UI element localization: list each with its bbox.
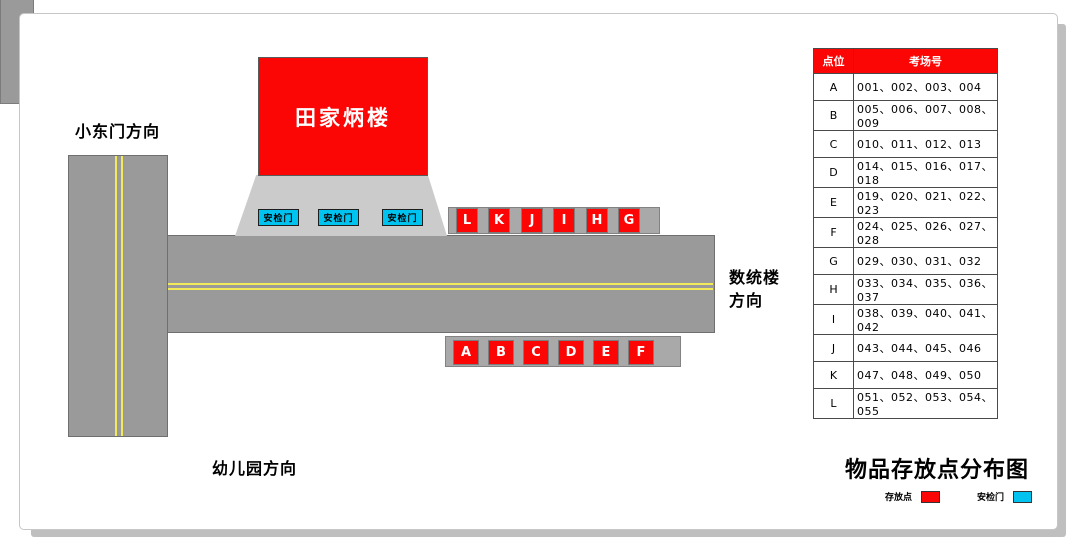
direction-label-math-building-line1: 数统楼 <box>729 268 781 287</box>
security-gate: 安检门 <box>382 209 423 226</box>
point-cell: J <box>813 334 854 362</box>
legend-storage-swatch <box>921 490 941 503</box>
rooms-cell: 005、006、007、008、009 <box>853 100 998 131</box>
point-cell: H <box>813 274 854 305</box>
header-rooms: 考场号 <box>853 48 998 74</box>
horizontal-road-lane-line <box>168 283 713 290</box>
building-plaza <box>235 175 447 236</box>
rooms-cell: 014、015、016、017、018 <box>853 157 998 188</box>
storage-point-I: I <box>553 208 575 233</box>
rooms-cell: 029、030、031、032 <box>853 247 998 275</box>
storage-point-E: E <box>593 340 619 365</box>
point-cell: F <box>813 217 854 248</box>
storage-point-B: B <box>488 340 514 365</box>
tianjiabing-building: 田家炳楼 <box>258 57 428 176</box>
security-gate: 安检门 <box>258 209 299 226</box>
storage-point-D: D <box>558 340 584 365</box>
legend-gate-swatch <box>1013 490 1033 503</box>
storage-point-J: J <box>521 208 543 233</box>
point-cell: G <box>813 247 854 275</box>
storage-point-H: H <box>586 208 608 233</box>
storage-point-K: K <box>488 208 510 233</box>
table-header: 点位 考场号 <box>813 48 998 74</box>
storage-point-A: A <box>453 340 479 365</box>
point-cell: E <box>813 187 854 218</box>
rooms-cell: 033、034、035、036、037 <box>853 274 998 305</box>
legend-storage-label: 存放点 <box>885 493 913 503</box>
rooms-cell: 043、044、045、046 <box>853 334 998 362</box>
rooms-cell: 024、025、026、027、028 <box>853 217 998 248</box>
point-cell: A <box>813 73 854 101</box>
rooms-cell: 038、039、040、041、042 <box>853 304 998 335</box>
rooms-cell: 019、020、021、022、023 <box>853 187 998 218</box>
point-cell: L <box>813 388 854 419</box>
direction-label-math-building-line2: 方向 <box>729 291 764 310</box>
legend: 存放点 安检门 <box>885 490 1033 503</box>
point-cell: B <box>813 100 854 131</box>
storage-point-C: C <box>523 340 549 365</box>
direction-label-kindergarten: 幼儿园方向 <box>212 459 298 478</box>
direction-label-math-building: 数统楼 方向 <box>729 266 780 312</box>
point-cell: D <box>813 157 854 188</box>
page-title: 物品存放点分布图 <box>845 458 1030 483</box>
legend-gate-label: 安检门 <box>977 493 1005 503</box>
header-point: 点位 <box>813 48 854 74</box>
rooms-cell: 001、002、003、004 <box>853 73 998 101</box>
point-cell: C <box>813 130 854 158</box>
rooms-cell: 047、048、049、050 <box>853 361 998 389</box>
vertical-road <box>68 155 168 437</box>
building-label: 田家炳楼 <box>295 105 391 130</box>
direction-label-east-gate: 小东门方向 <box>75 122 161 141</box>
rooms-cell: 051、052、053、054、055 <box>853 388 998 419</box>
storage-point-L: L <box>456 208 478 233</box>
rooms-cell: 010、011、012、013 <box>853 130 998 158</box>
storage-point-F: F <box>628 340 654 365</box>
point-cell: I <box>813 304 854 335</box>
point-cell: K <box>813 361 854 389</box>
vertical-road-lane-line <box>115 156 123 436</box>
storage-point-G: G <box>618 208 640 233</box>
security-gate: 安检门 <box>318 209 359 226</box>
